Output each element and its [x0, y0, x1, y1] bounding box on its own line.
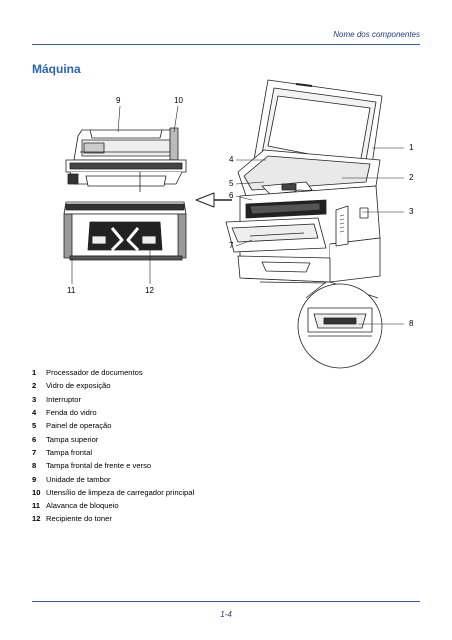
legend-number: 5 — [32, 421, 37, 431]
legend-label: Tampa frontal — [46, 447, 93, 457]
legend-item: 12 Recipiente do toner — [32, 512, 194, 525]
legend-item: 3 Interruptor — [32, 393, 194, 406]
callout-12: 12 — [145, 286, 154, 295]
legend-item: 2 Vidro de exposição — [32, 379, 194, 392]
legend-label: Alavanca de bloqueio — [46, 501, 119, 511]
callout-5: 5 — [229, 179, 234, 188]
legend-item: 11 Alavanca de bloqueio — [32, 499, 194, 512]
legend-number: 8 — [32, 461, 37, 471]
callout-6: 6 — [229, 191, 234, 200]
legend-number: 3 — [32, 394, 37, 404]
toner-container-illustration — [63, 201, 187, 261]
legend-label: Vidro de exposição — [46, 381, 111, 391]
legend-number: 4 — [32, 408, 37, 418]
legend-number: 10 — [32, 487, 41, 497]
legend-label: Processador de documentos — [46, 368, 143, 378]
callout-7: 7 — [229, 241, 234, 250]
footer-rule — [32, 601, 420, 602]
section-title: Máquina — [32, 62, 81, 76]
component-legend: 1 Processador de documentos 2 Vidro de exp… — [32, 366, 194, 526]
running-header: Nome dos componentes — [333, 30, 420, 39]
legend-label: Tampa frontal de frente e verso — [46, 461, 152, 471]
printer-illustration — [225, 79, 383, 284]
duplex-cover-detail — [297, 281, 383, 369]
callout-10: 10 — [174, 96, 183, 105]
callout-11: 11 — [67, 286, 76, 295]
legend-item: 6 Tampa superior — [32, 432, 194, 445]
legend-number: 11 — [32, 501, 41, 511]
legend-item: 1 Processador de documentos — [32, 366, 194, 379]
callout-4: 4 — [229, 155, 234, 164]
legend-number: 12 — [32, 514, 41, 524]
legend-number: 6 — [32, 434, 37, 444]
legend-number: 7 — [32, 447, 37, 457]
legend-label: Tampa superior — [46, 434, 99, 444]
drum-unit-illustration — [65, 127, 187, 192]
legend-item: 8 Tampa frontal de frente e verso — [32, 459, 194, 472]
legend-item: 9 Unidade de tambor — [32, 472, 194, 485]
legend-label: Unidade de tambor — [46, 474, 111, 484]
page-number: 1-4 — [220, 610, 232, 619]
callout-9: 9 — [116, 96, 121, 105]
header-rule — [32, 44, 420, 45]
legend-item: 4 Fenda do vidro — [32, 406, 194, 419]
legend-number: 2 — [32, 381, 37, 391]
callout-3: 3 — [409, 207, 414, 216]
legend-label: Utensílio de limpeza de carregador princ… — [46, 487, 195, 497]
legend-item: 7 Tampa frontal — [32, 446, 194, 459]
legend-number: 1 — [32, 368, 37, 378]
legend-number: 9 — [32, 474, 37, 484]
legend-label: Recipiente do toner — [46, 514, 112, 524]
callout-8: 8 — [409, 319, 414, 328]
legend-label: Painel de operação — [46, 421, 112, 431]
legend-label: Interruptor — [46, 394, 82, 404]
legend-item: 5 Painel de operação — [32, 419, 194, 432]
legend-item: 10 Utensílio de limpeza de carregador pri… — [32, 486, 194, 499]
callout-2: 2 — [409, 173, 414, 182]
callout-1: 1 — [409, 143, 414, 152]
legend-label: Fenda do vidro — [46, 408, 97, 418]
